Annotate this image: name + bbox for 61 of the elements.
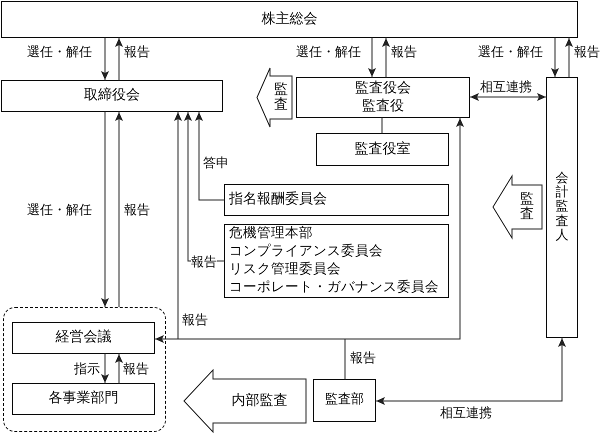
edge-label: 報告 — [124, 45, 150, 60]
process-box — [316, 133, 449, 166]
arrow — [376, 338, 566, 405]
arrow — [565, 38, 573, 78]
edge-label: 報告 — [182, 313, 208, 328]
node-label: 監査役 — [362, 98, 404, 115]
arrow — [470, 93, 546, 101]
block-arrow — [183, 368, 306, 434]
edge-label: 報告 — [391, 45, 417, 60]
arrow — [101, 112, 109, 308]
edge-label: 報告 — [191, 255, 217, 270]
edge-label: 監査 — [274, 82, 288, 113]
node-label: 会計監査人 — [556, 172, 568, 244]
block-arrow — [493, 176, 542, 238]
node-label: コーポレート・ガバナンス委員会 — [229, 278, 439, 297]
edge-label: 選任・解任 — [478, 45, 543, 60]
arrow — [101, 38, 109, 80]
arrow — [551, 38, 559, 78]
edge-label: 報告 — [350, 351, 376, 366]
node-label: 監査 — [520, 192, 534, 222]
node-label: リスク管理委員会 — [229, 261, 341, 279]
process-box — [313, 379, 376, 422]
node-label: 監査役室 — [354, 140, 410, 158]
edge-label: 選任・解任 — [27, 203, 92, 218]
node-label: 監査部 — [325, 392, 364, 409]
process-box — [1, 80, 223, 112]
edge-label: 選任・解任 — [27, 45, 92, 60]
edge-label: 答申 — [203, 156, 229, 171]
edge-label: 内部監査 — [232, 393, 288, 409]
node-label: 各事業部門 — [48, 390, 118, 408]
edge-label: 報告 — [123, 362, 149, 377]
process-box — [224, 224, 449, 298]
node-label: 監査役会 — [355, 80, 411, 98]
edge-label: 報告 — [574, 45, 600, 60]
block-arrow — [256, 68, 292, 128]
node-label: 指名報酬委員会 — [229, 191, 327, 209]
process-box — [296, 77, 470, 118]
arrow — [154, 335, 346, 380]
edge-label: 指示 — [74, 362, 100, 377]
node-label: 取締役会 — [84, 87, 140, 105]
arrow — [101, 354, 109, 384]
process-box — [1, 1, 578, 38]
arrow — [115, 354, 123, 384]
arrow — [368, 38, 376, 78]
node-label: 危機管理本部 — [229, 225, 313, 244]
arrow — [382, 38, 390, 78]
process-box — [12, 383, 155, 415]
process-box — [224, 184, 449, 216]
arrow — [195, 112, 224, 200]
edge-label: 報告 — [124, 203, 150, 218]
node-label: 株主総会 — [262, 10, 318, 28]
arrow — [115, 112, 123, 308]
arrow — [115, 38, 123, 80]
edge-label: 選任・解任 — [296, 45, 361, 60]
node-label: コンプライアンス委員会 — [229, 243, 383, 261]
node-label: 経営会議 — [56, 329, 112, 347]
process-box — [546, 77, 578, 338]
edge-label: 相互連携 — [480, 80, 532, 95]
group-frame — [3, 307, 166, 432]
process-box — [12, 322, 155, 354]
edge-label: 相互連携 — [440, 406, 492, 421]
